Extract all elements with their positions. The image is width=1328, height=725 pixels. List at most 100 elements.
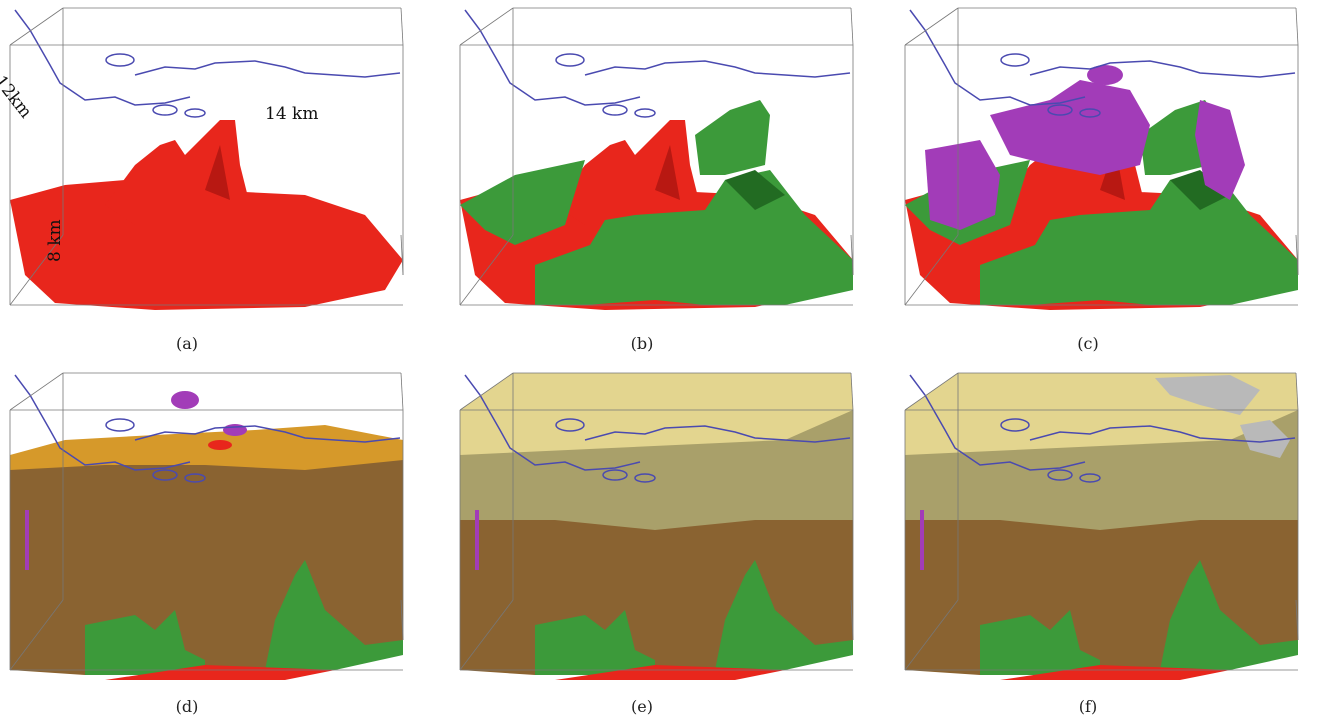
island: [1079, 108, 1101, 118]
red-body-base: [10, 180, 403, 310]
panel-b-box-edge: [459, 234, 514, 306]
purple-body-right: [1195, 100, 1245, 200]
island: [152, 104, 178, 116]
panel-d-box-edge: [400, 372, 404, 411]
panel-d-box-edge: [9, 372, 64, 411]
coastline: [1029, 60, 1296, 78]
island: [555, 53, 585, 67]
panel-a-box-edge: [400, 234, 404, 276]
red-exposed: [555, 665, 785, 680]
red-shadow: [1100, 145, 1125, 200]
purple-sliver: [25, 510, 29, 570]
purple-sliver: [475, 510, 479, 570]
panel-e-box-edge: [459, 599, 514, 671]
purple-pocket: [223, 424, 247, 436]
coastline: [909, 9, 1086, 106]
panel-c-box-edge: [904, 234, 959, 306]
green-shadow: [1170, 170, 1230, 210]
island: [184, 473, 206, 483]
panel-a-box-edge: [400, 7, 404, 46]
red-pocket: [208, 440, 232, 450]
green-body-front: [535, 170, 853, 305]
green-exposed-left: [85, 610, 205, 675]
green-exposed-right: [265, 560, 403, 670]
purple-sliver: [920, 510, 924, 570]
panel-d-box-edge: [400, 599, 404, 641]
coastline: [134, 425, 401, 443]
panel-a-box-edge: [9, 234, 64, 306]
panel-f-box-edge: [904, 599, 959, 671]
island: [152, 469, 178, 481]
purple-body-left: [925, 140, 1000, 230]
coastline: [14, 9, 191, 106]
brown-layer-top: [10, 425, 403, 470]
panel-e-box-edge: [459, 372, 514, 411]
yellow-layer-top: [460, 373, 853, 455]
panel-e: [459, 372, 854, 680]
caption-d: (d): [175, 697, 199, 716]
coastline: [584, 60, 851, 78]
island: [105, 53, 135, 67]
caption-b: (b): [630, 334, 654, 353]
red-exposed: [105, 665, 335, 680]
panel-c: [904, 7, 1299, 310]
red-exposed: [1000, 665, 1230, 680]
green-body-front: [980, 170, 1298, 305]
coastline: [134, 60, 401, 78]
green-shadow: [725, 170, 785, 210]
panel-f-box-edge: [904, 372, 959, 411]
caption-c: (c): [1077, 334, 1099, 353]
island: [105, 418, 135, 432]
red-shadow: [205, 145, 230, 200]
panel-c-box-edge: [1295, 234, 1299, 276]
green-exposed-left: [535, 610, 655, 675]
panel-e-box-edge: [850, 599, 854, 641]
panel-b-box-edge: [459, 7, 514, 46]
island: [555, 418, 585, 432]
purple-pocket: [171, 391, 199, 409]
caption-a: (a): [175, 334, 199, 353]
island: [602, 104, 628, 116]
island: [1000, 53, 1030, 67]
panel-d-box-edge: [9, 599, 64, 671]
panel-a-box-edge: [9, 7, 64, 46]
island: [634, 473, 656, 483]
coastline: [584, 425, 851, 443]
island: [1047, 104, 1073, 116]
caption-e: (e): [631, 697, 653, 716]
panel-f: [904, 372, 1299, 680]
panel-c-box-edge: [1295, 7, 1299, 46]
coastline: [464, 9, 641, 106]
panel-c-box-edge: [904, 7, 959, 46]
coastline: [464, 374, 641, 471]
island: [634, 108, 656, 118]
purple-body-top: [1087, 65, 1123, 85]
panel-e-box-edge: [850, 372, 854, 411]
purple-body-center: [990, 80, 1150, 175]
green-exposed-right: [715, 560, 853, 670]
panel-f-box-edge: [1295, 372, 1299, 411]
red-shadow: [655, 145, 680, 200]
width-label: 8 km: [45, 219, 65, 262]
height-label: 14 km: [265, 104, 319, 124]
panel-a: [9, 7, 404, 310]
coastline: [909, 374, 1086, 471]
caption-f: (f): [1078, 697, 1098, 716]
gray-patch: [1155, 375, 1260, 415]
coastline: [1029, 425, 1296, 443]
panel-b: [459, 7, 854, 310]
red-body-peaks: [105, 120, 250, 225]
panel-b-box-edge: [850, 7, 854, 46]
island: [1047, 469, 1073, 481]
green-exposed-right: [1160, 560, 1298, 670]
panel-d: [9, 372, 404, 680]
island: [1000, 418, 1030, 432]
panel-b-box-edge: [850, 234, 854, 276]
gray-patch: [1240, 420, 1290, 458]
green-body-left: [460, 160, 585, 245]
coastline: [14, 374, 191, 471]
island: [602, 469, 628, 481]
green-body-top: [1140, 100, 1215, 175]
